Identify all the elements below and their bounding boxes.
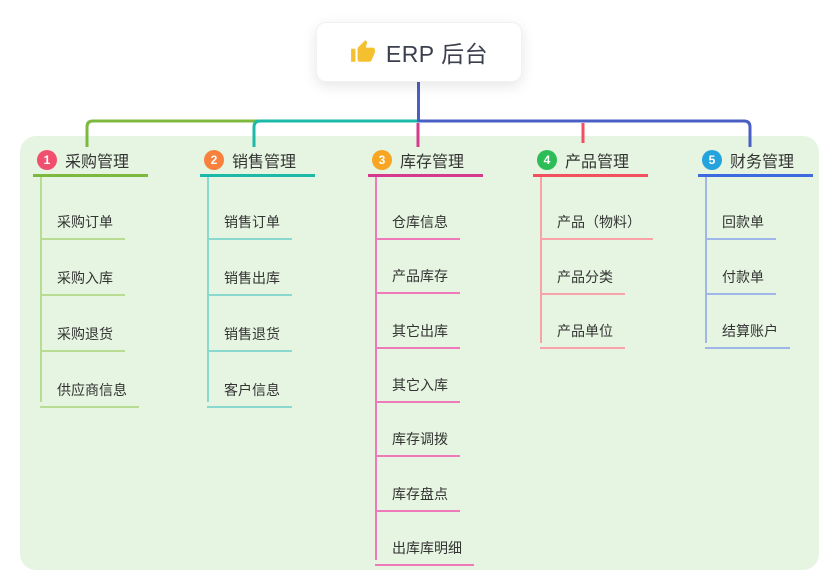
child-node-label: 产品（物料） — [557, 214, 641, 230]
branch-title[interactable]: 5 财务管理 — [698, 146, 813, 177]
child-node[interactable]: 采购退货 — [40, 304, 125, 352]
branch-title[interactable]: 4 产品管理 — [533, 146, 648, 177]
branch-title-label: 销售管理 — [232, 154, 297, 171]
branch-title-label: 库存管理 — [400, 154, 465, 171]
child-node-label: 销售出库 — [224, 270, 280, 286]
child-node[interactable]: 供应商信息 — [40, 360, 139, 408]
child-node-label: 仓库信息 — [392, 214, 448, 230]
branch-title-label: 产品管理 — [565, 154, 630, 171]
child-node-label: 出库库明细 — [392, 539, 462, 556]
child-node[interactable]: 采购入库 — [40, 248, 125, 296]
child-node[interactable]: 产品库存 — [375, 246, 460, 295]
child-node[interactable]: 产品（物料） — [540, 192, 653, 240]
child-node-label: 供应商信息 — [57, 382, 127, 398]
branch-title-label: 财务管理 — [730, 154, 795, 171]
child-node-label: 产品分类 — [557, 268, 613, 285]
child-node[interactable]: 销售订单 — [207, 192, 292, 240]
child-node[interactable]: 销售退货 — [207, 304, 292, 352]
branch-number-badge: 1 — [37, 150, 57, 170]
branch-title[interactable]: 3 库存管理 — [368, 146, 483, 177]
branch-number-badge: 3 — [372, 150, 392, 170]
child-node-label: 库存盘点 — [392, 485, 448, 502]
child-node-label: 结算账户 — [722, 323, 778, 339]
child-node[interactable]: 库存调拨 — [375, 409, 460, 458]
child-node[interactable]: 其它出库 — [375, 301, 460, 349]
branch-number-badge: 4 — [537, 150, 557, 170]
child-node[interactable]: 产品分类 — [540, 247, 625, 295]
branch-children-line — [705, 177, 707, 343]
child-node[interactable]: 采购订单 — [40, 192, 125, 240]
child-node-label: 库存调拨 — [392, 431, 448, 448]
child-node[interactable]: 产品单位 — [540, 301, 625, 349]
branch-number-badge: 5 — [702, 150, 722, 170]
child-node-label: 回款单 — [722, 214, 764, 230]
child-node-label: 其它出库 — [392, 322, 448, 339]
child-node[interactable]: 销售出库 — [207, 248, 292, 296]
child-node[interactable]: 库存盘点 — [375, 464, 460, 512]
thumbs-up-icon — [350, 39, 376, 65]
root-node[interactable]: ERP 后台 — [316, 22, 522, 82]
child-node-label: 产品库存 — [392, 268, 448, 285]
branch-children-line — [540, 177, 542, 343]
child-node-label: 销售订单 — [224, 214, 280, 230]
child-node[interactable]: 付款单 — [705, 247, 776, 295]
child-node-label: 付款单 — [722, 268, 764, 285]
branch-children-line — [207, 177, 209, 402]
root-title: ERP 后台 — [385, 41, 489, 67]
child-node[interactable]: 结算账户 — [705, 301, 790, 349]
child-node-label: 采购订单 — [57, 214, 113, 230]
child-node[interactable]: 客户信息 — [207, 360, 292, 408]
branch-children-line — [375, 177, 377, 560]
child-node[interactable]: 出库库明细 — [375, 518, 474, 566]
child-node-label: 产品单位 — [557, 323, 613, 339]
branch-title[interactable]: 1 采购管理 — [33, 146, 148, 177]
child-node[interactable]: 回款单 — [705, 192, 776, 240]
branch-children-line — [40, 177, 42, 402]
child-node[interactable]: 仓库信息 — [375, 192, 460, 240]
child-node-label: 客户信息 — [224, 382, 280, 398]
child-node-label: 采购退货 — [57, 326, 113, 342]
child-node-label: 采购入库 — [57, 270, 113, 286]
child-node-label: 销售退货 — [224, 326, 280, 342]
child-node-label: 其它入库 — [392, 376, 448, 393]
child-node[interactable]: 其它入库 — [375, 355, 460, 403]
mindmap-panel — [20, 136, 819, 570]
branch-title-label: 采购管理 — [65, 154, 130, 171]
branch-number-badge: 2 — [204, 150, 224, 170]
branch-title[interactable]: 2 销售管理 — [200, 146, 315, 177]
